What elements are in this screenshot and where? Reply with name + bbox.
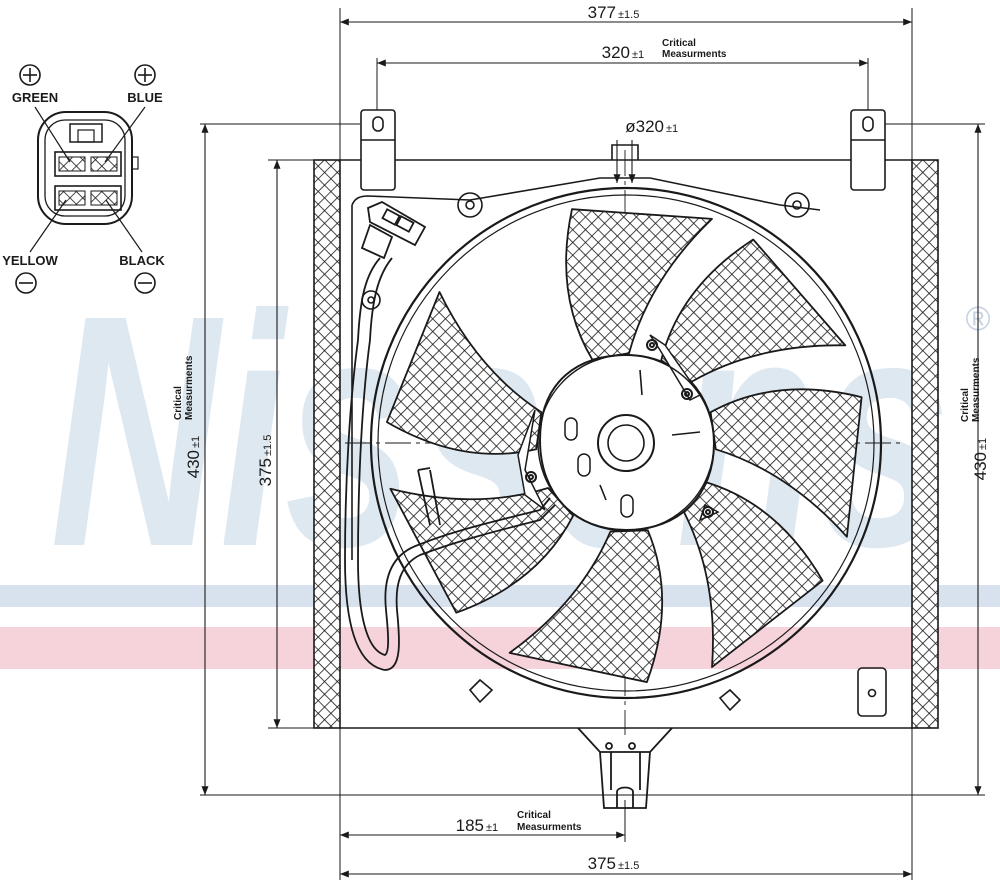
svg-text:±1: ±1 [190, 436, 202, 448]
svg-text:Critical: Critical [173, 386, 184, 420]
plus-icon [19, 64, 41, 86]
shroud-frame [313, 109, 939, 729]
top-right-mount-tab [850, 109, 886, 191]
svg-text:430: 430 [971, 452, 990, 480]
pin-label-green: GREEN [12, 90, 58, 105]
fan-ring [369, 186, 883, 700]
fan-plug [360, 200, 427, 260]
bottom-bracket [577, 727, 673, 809]
svg-text:±1: ±1 [632, 49, 644, 61]
minus-icon [15, 272, 37, 294]
svg-text:Measurments: Measurments [517, 822, 582, 833]
svg-text:±1.5: ±1.5 [262, 435, 274, 456]
left-side-rail [313, 159, 341, 729]
svg-text:±1: ±1 [666, 123, 678, 135]
dim-bottom-overall: 375 ±1.5 [588, 854, 640, 873]
bottom-right-boss [857, 667, 887, 717]
dim-left-overall-height: 430 ±1 Critical Measurments [173, 355, 203, 478]
svg-text:185: 185 [456, 816, 484, 835]
dimension-lines [201, 18, 982, 878]
svg-text:±1: ±1 [977, 438, 989, 450]
wiring-harness [344, 257, 556, 671]
svg-text:Measurments: Measurments [971, 357, 982, 422]
dim-fan-diameter: ø320 ±1 [625, 117, 678, 136]
svg-text:Critical: Critical [662, 38, 696, 49]
dim-bottom-mount: 185 ±1 Critical Measurments [456, 810, 582, 835]
connector-body [37, 111, 139, 225]
top-left-mount-tab [360, 109, 396, 191]
pin-leaders [29, 106, 146, 253]
svg-text:377: 377 [588, 3, 616, 22]
svg-text:375: 375 [588, 854, 616, 873]
dim-right-overall-height: 430 ±1 Critical Measurments [960, 357, 990, 480]
watermark-stripe-pink [0, 627, 1000, 669]
fan-blade-1 [565, 208, 713, 361]
dim-top-mount: 320 ±1 Critical Measurments [602, 38, 727, 62]
pin-label-yellow: YELLOW [2, 253, 58, 268]
svg-text:320: 320 [602, 43, 630, 62]
svg-text:Measurments: Measurments [662, 49, 727, 60]
svg-text:±1.5: ±1.5 [618, 9, 639, 21]
fan-blades [386, 208, 863, 683]
fan-blade-7 [386, 291, 543, 455]
motor-shaft [597, 414, 655, 472]
pin-label-black: BLACK [119, 253, 165, 268]
right-side-rail [911, 159, 939, 729]
fan-blade-3 [709, 388, 863, 538]
fan-blade-2 [660, 238, 847, 383]
dim-left-inner-height: 375 ±1.5 [256, 435, 275, 487]
connector-detail: GREEN BLUE YELLOW BLACK [2, 64, 165, 294]
motor-hub [517, 334, 720, 532]
plus-icon [134, 64, 156, 86]
svg-text:±1: ±1 [486, 822, 498, 834]
svg-text:Critical: Critical [960, 388, 971, 422]
fan-blade-4 [683, 481, 824, 668]
fan-blade-6 [389, 487, 574, 614]
svg-text:375: 375 [256, 458, 275, 486]
pin-label-blue: BLUE [127, 90, 163, 105]
svg-text:±1.5: ±1.5 [618, 860, 639, 872]
svg-text:Measurments: Measurments [184, 355, 195, 420]
dim-top-overall: 377 ±1.5 [588, 3, 640, 22]
svg-text:430: 430 [184, 450, 203, 478]
svg-text:Critical: Critical [517, 810, 551, 821]
minus-icon [134, 272, 156, 294]
fan-blade-5 [508, 529, 664, 683]
svg-text:ø320: ø320 [625, 117, 664, 136]
